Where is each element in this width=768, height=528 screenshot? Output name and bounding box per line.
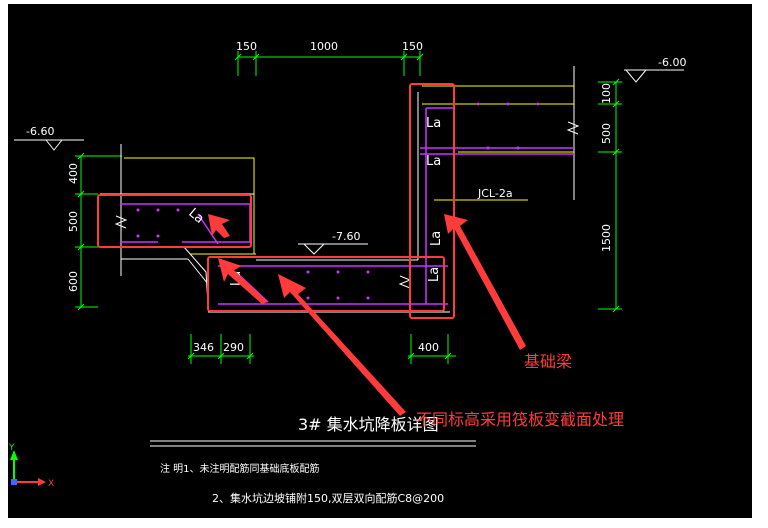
drawing-title: 3# 集水坑降板详图 [298, 415, 439, 434]
left-dimension [75, 152, 122, 311]
ucs-y-label: Y [8, 443, 15, 453]
note-line-2: 2、集水坑边坡铺附150,双层双向配筋C8@200 [212, 491, 444, 505]
elevation-left-label: -6.60 [26, 125, 54, 138]
top-dim-150-left: 150 [236, 40, 257, 53]
bottom-dim-400: 400 [418, 341, 439, 354]
arrow-left-slab [208, 214, 230, 238]
break-symbols [114, 121, 580, 289]
left-dim-400: 400 [67, 163, 80, 184]
right-dim-500: 500 [600, 123, 613, 144]
left-dim-500: 500 [67, 211, 80, 232]
arrow-step [218, 258, 268, 304]
bottom-dimension-right [407, 334, 456, 364]
ucs-icon[interactable]: Y X [8, 443, 54, 489]
top-dim-1000: 1000 [310, 40, 338, 53]
arrow-pit-slab [278, 274, 406, 416]
note-line-1: 注 明1、未注明配筋同基础底板配筋 [160, 462, 320, 475]
wall-lines [124, 85, 574, 255]
highlight-box-beam [409, 83, 455, 319]
la-label-1: La [426, 116, 441, 131]
right-dimension [598, 78, 622, 313]
bottom-dim-346: 346 [193, 341, 214, 354]
elevation-middle-label: -7.60 [332, 230, 360, 243]
highlight-boxes [97, 83, 455, 319]
left-dim-600: 600 [67, 271, 80, 292]
ucs-x-label: X [48, 479, 54, 489]
highlight-box-left-slab [97, 194, 252, 248]
la-label-3: La [429, 231, 444, 246]
highlight-box-pit-slab [207, 256, 445, 312]
annotation-raft-section: 不同标高采用筏板变截面处理 [416, 410, 624, 429]
elevation-left-symbol [14, 139, 84, 151]
annotation-foundation-beam: 基础梁 [524, 352, 572, 371]
top-dimension [234, 51, 424, 76]
elevation-right-symbol [624, 69, 684, 83]
detail-drawing: 150 1000 150 -6.60 -6.00 -7.60 [8, 40, 686, 505]
top-dim-150-right: 150 [402, 40, 423, 53]
right-dim-100: 100 [600, 83, 613, 104]
annotation-arrows [208, 214, 526, 416]
beam-label: JCL-2a [477, 187, 513, 200]
elevation-right-label: -6.00 [658, 56, 686, 69]
la-label-4: La [427, 267, 442, 282]
bottom-dim-290: 290 [223, 341, 244, 354]
rebar-dots [136, 102, 540, 300]
la-label-6: La [185, 206, 206, 227]
elevation-middle-symbol [298, 243, 368, 255]
cad-viewport[interactable]: 150 1000 150 -6.60 -6.00 -7.60 [8, 4, 752, 518]
bottom-dimension-left [187, 334, 254, 364]
right-dim-1500: 1500 [600, 224, 613, 252]
rebar-lines [120, 107, 574, 305]
arrow-beam [444, 214, 526, 350]
la-label-2: La [426, 154, 441, 169]
